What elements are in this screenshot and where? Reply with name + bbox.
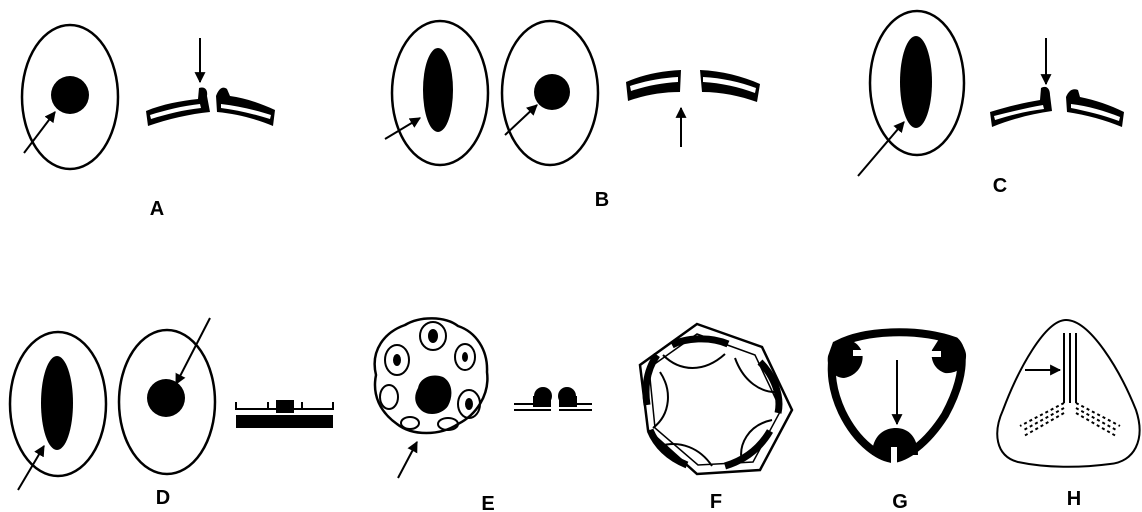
colpus-slit xyxy=(900,36,932,128)
panel-f: F xyxy=(640,324,792,512)
colpus-slit xyxy=(41,356,73,450)
panel-c: C xyxy=(858,11,1124,197)
grain-outline xyxy=(997,320,1139,467)
arrow-icon xyxy=(398,442,417,478)
label-g: G xyxy=(892,491,908,512)
label-b: B xyxy=(595,189,609,211)
label-f: F xyxy=(710,491,722,512)
wall-section xyxy=(990,38,1124,127)
label-d: D xyxy=(156,487,170,509)
panel-h: H xyxy=(997,320,1139,510)
wall-section xyxy=(146,38,275,126)
arrow-icon xyxy=(505,105,537,135)
arrow-icon xyxy=(176,318,210,384)
label-c: C xyxy=(993,175,1007,197)
wall-section xyxy=(514,387,592,410)
label-a: A xyxy=(150,198,164,220)
wall-section xyxy=(626,70,760,147)
pore-dot xyxy=(147,379,185,417)
panel-e: E xyxy=(375,318,592,512)
panel-b: B xyxy=(385,21,760,211)
pore-dot xyxy=(534,74,570,110)
colpus-slit xyxy=(423,48,453,132)
pore-dot xyxy=(51,76,89,114)
panel-g: G xyxy=(828,332,966,512)
wall-section xyxy=(236,400,333,428)
label-h: H xyxy=(1067,488,1081,510)
panel-d: D xyxy=(10,318,333,509)
label-e: E xyxy=(481,493,494,512)
panel-a: A xyxy=(22,25,275,220)
